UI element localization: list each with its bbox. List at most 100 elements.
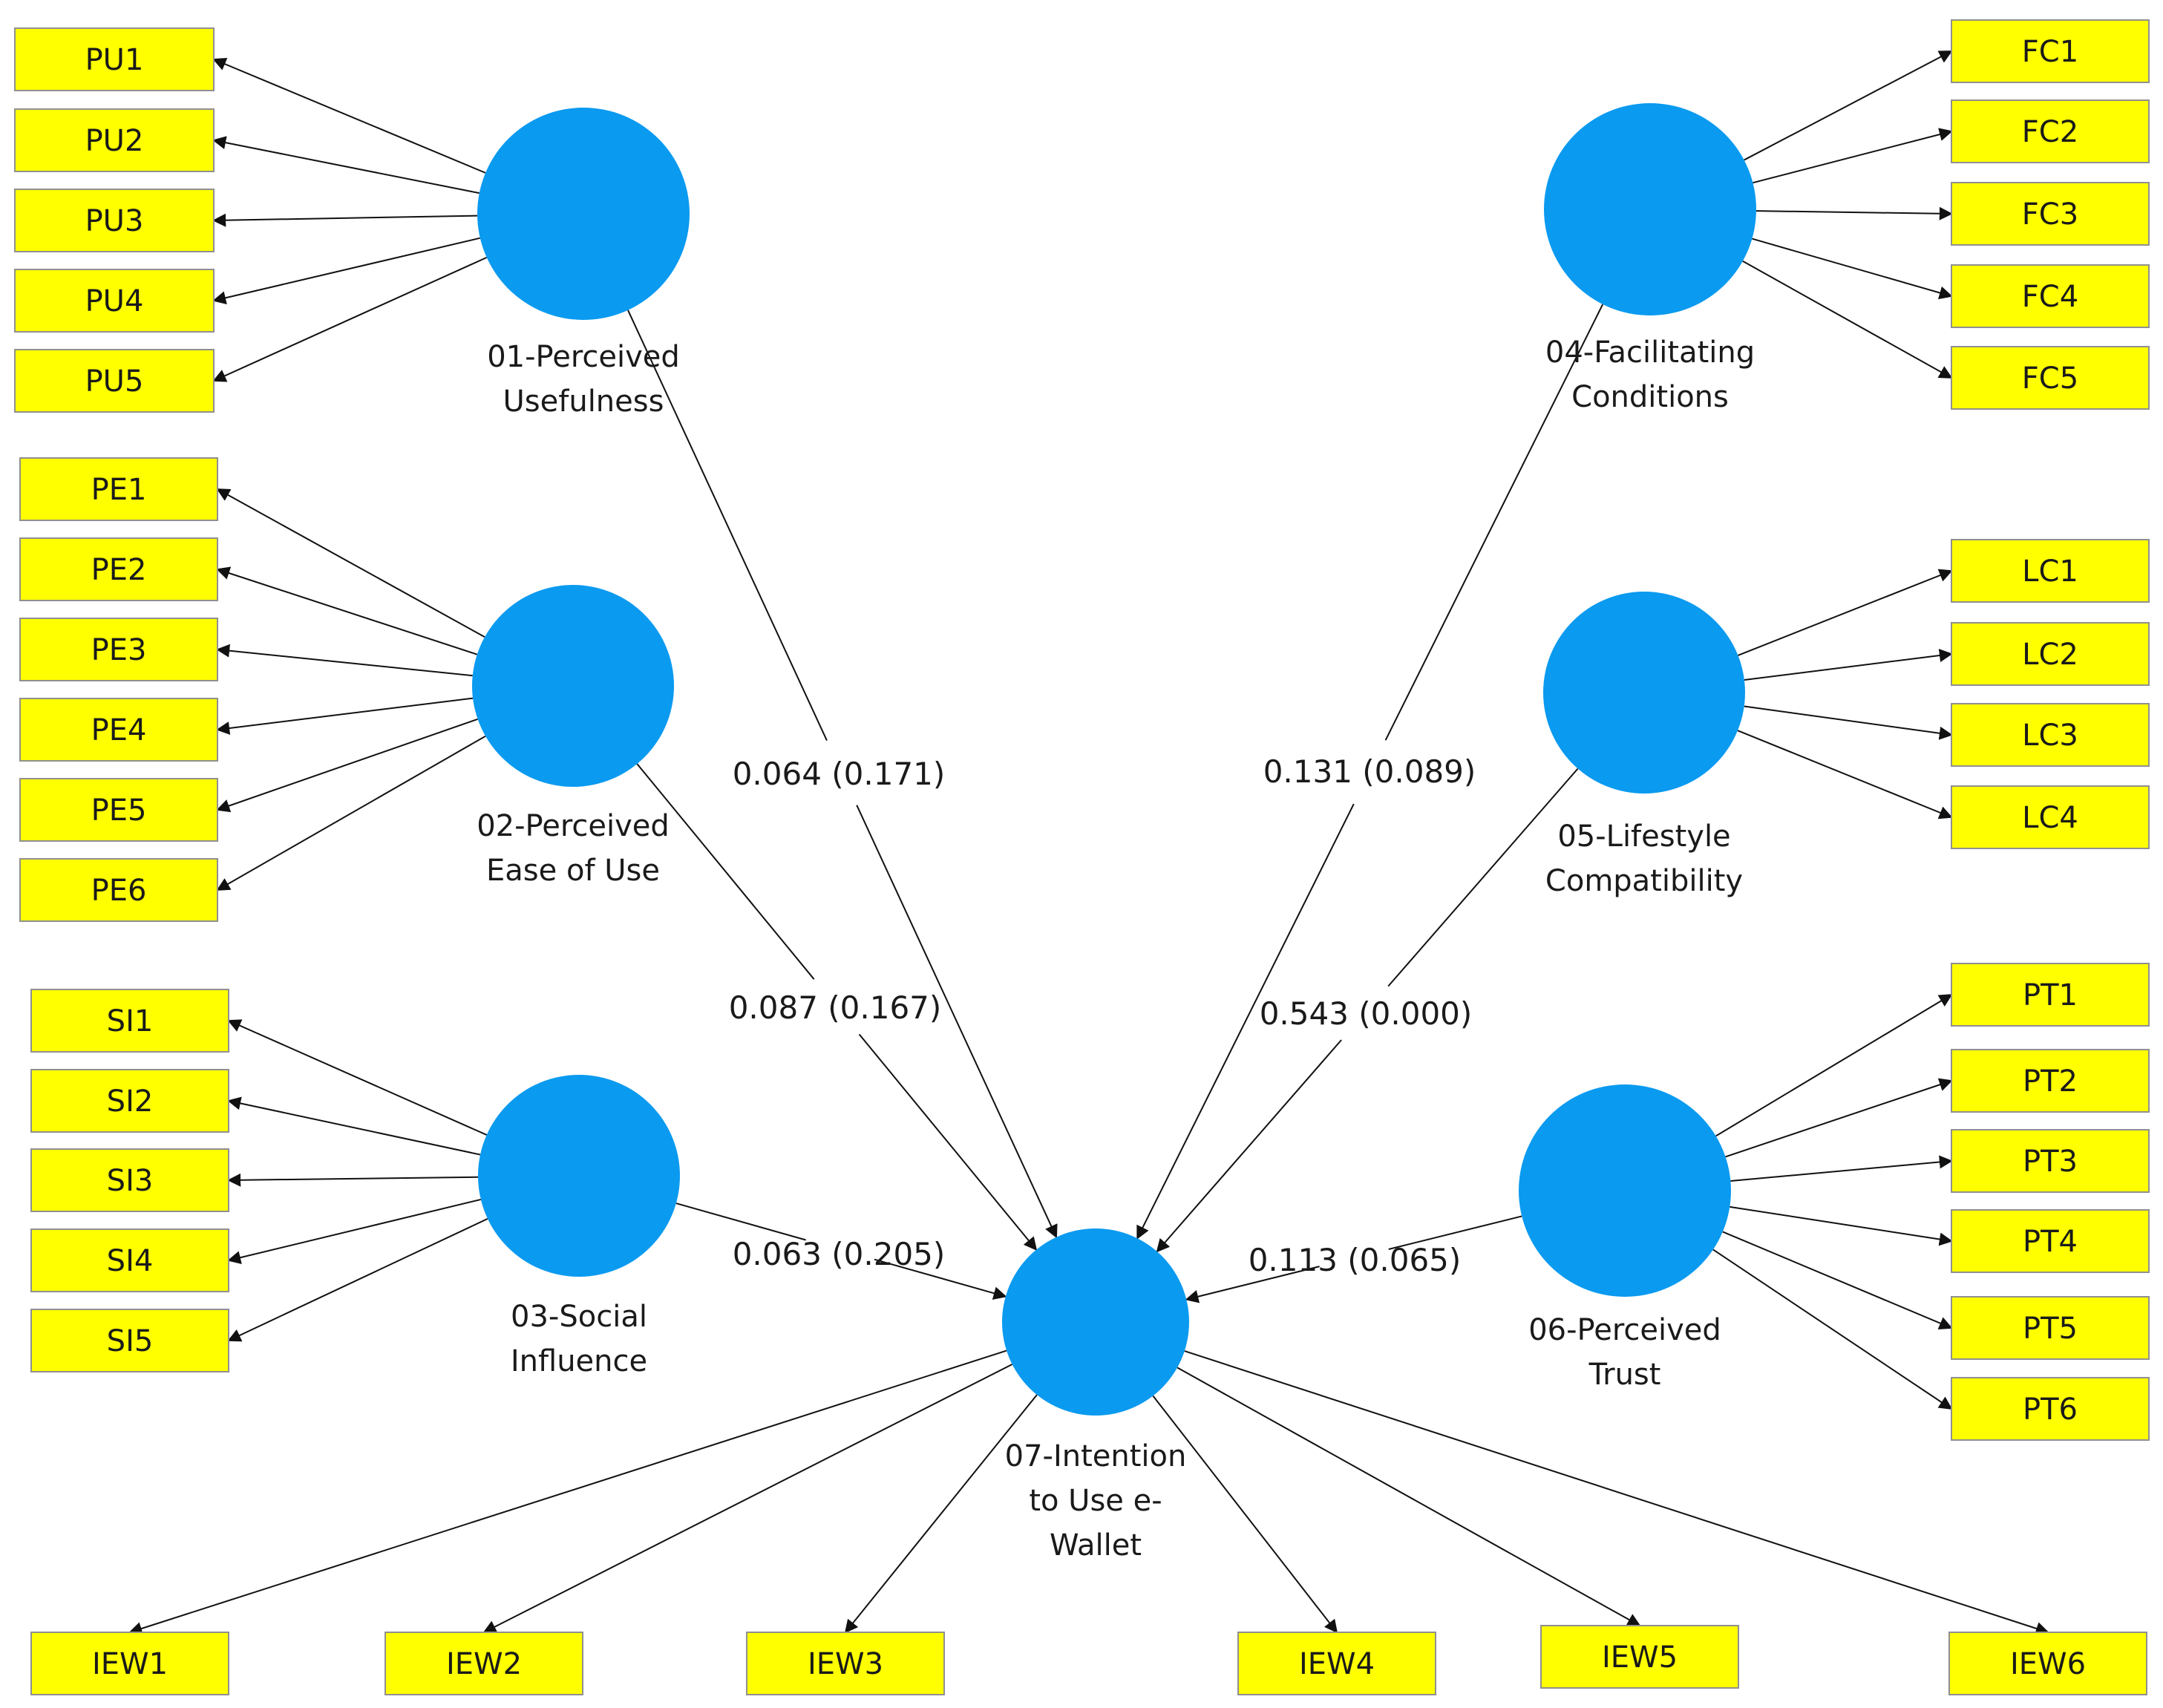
loading-arrow-pe3: [216, 644, 473, 677]
loading-arrow-pu4: [212, 237, 481, 305]
loading-arrow-pe4: [216, 697, 474, 735]
path-coefficient-pe-iew: 0.087 (0.167): [729, 989, 942, 1026]
latent-lc-label: Compatibility: [1545, 864, 1743, 898]
latent-iew-label: 07-Intention: [1005, 1439, 1187, 1473]
latent-lc-circle[interactable]: [1543, 592, 1745, 794]
loading-arrow-iew1: [128, 1349, 1007, 1635]
indicator-pe5[interactable]: PE5: [19, 778, 218, 842]
indicator-pt6[interactable]: PT6: [1951, 1377, 2150, 1441]
indicator-lc4[interactable]: LC4: [1951, 785, 2150, 849]
indicator-pe4[interactable]: PE4: [19, 698, 218, 762]
path-coefficient-fc-iew: 0.131 (0.089): [1263, 753, 1476, 790]
indicator-pt1[interactable]: PT1: [1951, 963, 2150, 1027]
indicator-label: PU5: [85, 364, 144, 399]
indicator-si1[interactable]: SI1: [30, 989, 229, 1053]
path-coefficient-lc-iew: 0.543 (0.000): [1260, 995, 1473, 1032]
indicator-pu2[interactable]: PU2: [14, 108, 215, 172]
indicator-label: PE4: [91, 713, 147, 747]
indicator-pu4[interactable]: PU4: [14, 269, 215, 333]
indicator-pe1[interactable]: PE1: [19, 457, 218, 521]
indicator-fc5[interactable]: FC5: [1951, 346, 2150, 410]
latent-iew-circle[interactable]: [1002, 1228, 1189, 1416]
indicator-box: [1951, 19, 2150, 83]
loading-arrow-si3: [227, 1173, 479, 1187]
indicator-box: [14, 27, 215, 91]
indicator-box: [1951, 1209, 2150, 1273]
indicator-iew5[interactable]: IEW5: [1540, 1625, 1739, 1689]
indicator-label: SI4: [107, 1244, 154, 1278]
indicator-box: [1951, 346, 2150, 410]
indicator-label: LC4: [2022, 801, 2078, 835]
indicator-iew6[interactable]: IEW6: [1948, 1632, 2147, 1695]
indicator-pu1[interactable]: PU1: [14, 27, 215, 91]
indicator-pt5[interactable]: PT5: [1951, 1296, 2150, 1360]
latent-pt-circle[interactable]: [1519, 1084, 1731, 1297]
indicator-iew1[interactable]: IEW1: [30, 1632, 229, 1695]
indicator-box: [30, 1309, 229, 1372]
connections: [128, 50, 2049, 1635]
loading-arrow-iew6: [1184, 1350, 2049, 1635]
path-coefficient-pu-iew: 0.064 (0.171): [733, 756, 946, 792]
latent-pu-circle[interactable]: [477, 108, 690, 320]
indicator-fc1[interactable]: FC1: [1951, 19, 2150, 83]
indicator-si3[interactable]: SI3: [30, 1148, 229, 1212]
labels: 0.064 (0.171) 0.087 (0.167) 0.063 (0.205) 0…: [477, 336, 1755, 1563]
latent-fc-label: 04-Facilitating: [1545, 336, 1755, 370]
path-arrow-lc-iew: [1156, 1039, 1342, 1253]
indicator-iew2[interactable]: IEW2: [385, 1632, 583, 1695]
indicator-box: [1237, 1632, 1436, 1695]
latent-si-label: 03-Social: [511, 1300, 647, 1334]
indicator-fc4[interactable]: FC4: [1951, 264, 2150, 328]
indicator-box: [30, 1148, 229, 1212]
indicator-pu5[interactable]: PU5: [14, 349, 215, 413]
latent-fc-label: Conditions: [1571, 380, 1729, 414]
indicator-pe3[interactable]: PE3: [19, 618, 218, 681]
latent-pt-label: 06-Perceived: [1528, 1313, 1721, 1347]
loading-arrow-pt3: [1730, 1155, 1953, 1182]
indicator-iew4[interactable]: IEW4: [1237, 1632, 1436, 1695]
path-line-si-iew: [675, 1203, 806, 1241]
latent-iew-label: to Use e-: [1029, 1484, 1162, 1518]
indicator-label: LC3: [2022, 719, 2078, 753]
indicator-fc3[interactable]: FC3: [1951, 182, 2150, 246]
indicator-pt4[interactable]: PT4: [1951, 1209, 2150, 1273]
indicator-pe6[interactable]: PE6: [19, 858, 218, 922]
indicator-label: SI3: [107, 1164, 154, 1198]
indicator-si4[interactable]: SI4: [30, 1228, 229, 1292]
indicator-si5[interactable]: SI5: [30, 1309, 229, 1372]
indicator-box: [30, 989, 229, 1053]
indicator-box: [19, 618, 218, 681]
path-coefficient-si-iew: 0.063 (0.205): [733, 1236, 946, 1272]
indicator-si2[interactable]: SI2: [30, 1069, 229, 1133]
loading-arrow-fc2: [1753, 128, 1953, 184]
indicator-label: PU4: [85, 284, 144, 318]
indicator-pe2[interactable]: PE2: [19, 537, 218, 601]
indicator-pt3[interactable]: PT3: [1951, 1129, 2150, 1193]
indicator-label: PU2: [85, 124, 144, 158]
latent-fc-circle[interactable]: [1544, 103, 1756, 315]
indicator-label: PE2: [91, 553, 147, 587]
loading-arrow-si1: [227, 1019, 488, 1136]
loading-arrow-pt2: [1725, 1078, 1953, 1158]
indicator-lc2[interactable]: LC2: [1951, 622, 2150, 686]
path-arrow-pu-iew: [856, 805, 1058, 1239]
indicator-label: FC2: [2022, 115, 2078, 149]
loading-arrow-fc4: [1752, 238, 1953, 300]
loading-arrow-iew3: [844, 1394, 1038, 1634]
indicator-pu3[interactable]: PU3: [14, 189, 215, 252]
indicator-label: IEW3: [808, 1647, 883, 1681]
loading-arrow-pu2: [212, 136, 480, 194]
latent-pe-circle[interactable]: [472, 585, 674, 787]
indicator-lc3[interactable]: LC3: [1951, 703, 2150, 767]
indicator-lc1[interactable]: LC1: [1951, 539, 2150, 603]
indicator-label: FC5: [2022, 361, 2078, 396]
latent-si-circle[interactable]: [478, 1075, 680, 1277]
indicator-fc2[interactable]: FC2: [1951, 99, 2150, 163]
indicator-box: [1951, 539, 2150, 603]
loading-arrow-lc1: [1738, 569, 1953, 656]
indicator-label: PE5: [91, 794, 147, 828]
indicator-iew3[interactable]: IEW3: [746, 1632, 945, 1695]
indicator-box: [14, 269, 215, 333]
indicator-pt2[interactable]: PT2: [1951, 1049, 2150, 1113]
indicator-label: LC2: [2022, 638, 2078, 672]
